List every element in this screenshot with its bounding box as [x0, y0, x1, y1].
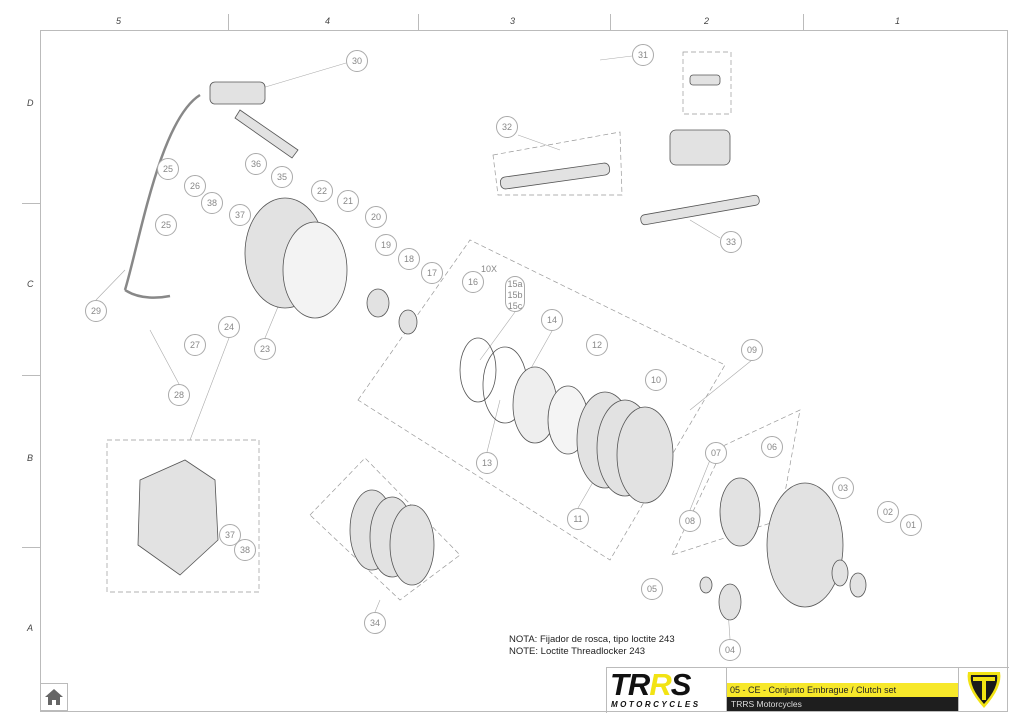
callout-14[interactable]: 14	[541, 309, 563, 331]
note-english: NOTE: Loctite Threadlocker 243	[509, 646, 646, 657]
callout-21[interactable]: 21	[337, 190, 359, 212]
column-label: 1	[895, 16, 901, 26]
callout-20[interactable]: 20	[365, 206, 387, 228]
callout-30[interactable]: 30	[346, 50, 368, 72]
drawing-frame	[40, 30, 1008, 712]
callout-37b[interactable]: 37	[219, 524, 241, 546]
callout-17[interactable]: 17	[421, 262, 443, 284]
callout-25b[interactable]: 25	[155, 214, 177, 236]
callout-35[interactable]: 35	[271, 166, 293, 188]
callout-04[interactable]: 04	[719, 639, 741, 661]
column-label: 5	[116, 16, 122, 26]
trrs-shield-emblem-icon	[967, 672, 1001, 708]
drawing-title: 05 - CE - Conjunto Embrague / Clutch set	[727, 683, 958, 697]
row-label: A	[27, 623, 34, 633]
callout-31[interactable]: 31	[632, 44, 654, 66]
callout-01[interactable]: 01	[900, 514, 922, 536]
leader-lines	[95, 55, 753, 640]
callout-18[interactable]: 18	[398, 248, 420, 270]
column-label: 3	[510, 16, 516, 26]
logo-subtext: MOTORCYCLES	[611, 700, 701, 709]
callout-15abc[interactable]: 15a 15b 15c	[505, 276, 525, 312]
callout-13[interactable]: 13	[476, 452, 498, 474]
callout-38[interactable]: 38	[201, 192, 223, 214]
callout-06[interactable]: 06	[761, 436, 783, 458]
grid-divider	[22, 203, 40, 204]
callout-08[interactable]: 08	[679, 510, 701, 532]
callout-27[interactable]: 27	[184, 334, 206, 356]
column-label: 4	[325, 16, 331, 26]
grid-divider	[22, 547, 40, 548]
callout-24[interactable]: 24	[218, 316, 240, 338]
callout-15c: 15c	[507, 301, 523, 311]
callout-26[interactable]: 26	[184, 175, 206, 197]
callout-22[interactable]: 22	[311, 180, 333, 202]
logo-text: TR	[610, 667, 650, 702]
home-button[interactable]	[40, 683, 68, 711]
parts	[123, 74, 867, 621]
callout-12[interactable]: 12	[586, 334, 608, 356]
callout-19[interactable]: 19	[375, 234, 397, 256]
callout-29[interactable]: 29	[85, 300, 107, 322]
grid-divider	[610, 14, 611, 30]
callout-15a: 15a	[507, 279, 523, 289]
grid-divider	[22, 375, 40, 376]
callout-23[interactable]: 23	[254, 338, 276, 360]
callout-36[interactable]: 36	[245, 153, 267, 175]
callout-25[interactable]: 25	[157, 158, 179, 180]
company-name: TRRS Motorcycles	[727, 697, 958, 711]
logo-text: S	[670, 667, 692, 702]
callout-10[interactable]: 10	[645, 369, 667, 391]
callout-28[interactable]: 28	[168, 384, 190, 406]
column-label: 2	[704, 16, 710, 26]
callout-32[interactable]: 32	[496, 116, 518, 138]
callout-09[interactable]: 09	[741, 339, 763, 361]
callout-34[interactable]: 34	[364, 612, 386, 634]
title-block	[606, 667, 1009, 713]
callout-33[interactable]: 33	[720, 231, 742, 253]
row-label: B	[27, 453, 34, 463]
callout-02[interactable]: 02	[877, 501, 899, 523]
logo-text-accent: R	[649, 667, 671, 702]
callout-05[interactable]: 05	[641, 578, 663, 600]
grid-divider	[228, 14, 229, 30]
callout-15b: 15b	[507, 290, 523, 300]
home-icon	[45, 689, 63, 705]
emblem-cell	[958, 667, 1009, 712]
callout-37[interactable]: 37	[229, 204, 251, 226]
callout-07[interactable]: 07	[705, 442, 727, 464]
row-label: C	[27, 279, 34, 289]
grid-divider	[418, 14, 419, 30]
callout-38b[interactable]: 38	[234, 539, 256, 561]
threadlocker-note: NOTA: Fijador de rosca, tipo loctite 243…	[509, 634, 675, 658]
quantity-label: 10X	[481, 264, 498, 274]
note-spanish: NOTA: Fijador de rosca, tipo loctite 243	[509, 634, 675, 645]
callout-03[interactable]: 03	[832, 477, 854, 499]
trrs-logo: TRRS MOTORCYCLES	[606, 667, 727, 712]
callout-11[interactable]: 11	[567, 508, 589, 530]
callout-16[interactable]: 16	[462, 271, 484, 293]
grid-divider	[803, 14, 804, 30]
row-label: D	[27, 98, 34, 108]
